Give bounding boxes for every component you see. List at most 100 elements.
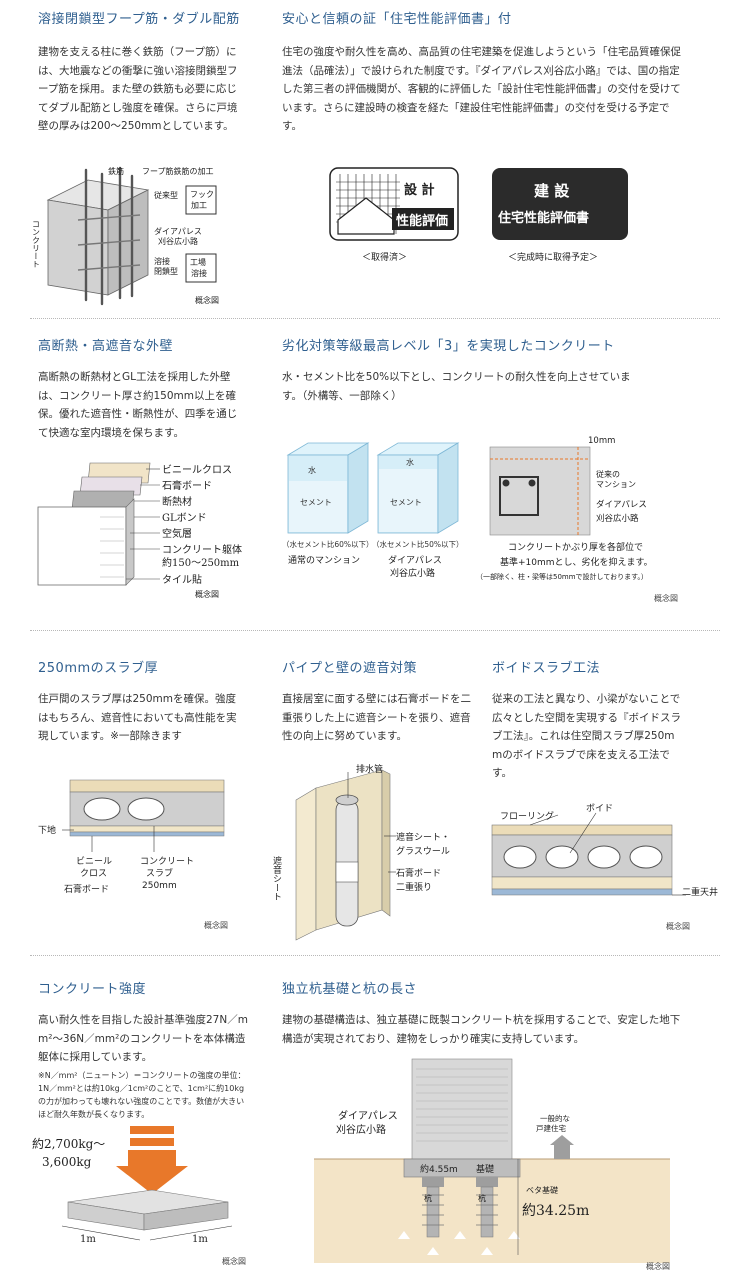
pile-label-2: 杭 bbox=[478, 1193, 486, 1203]
pipe-figure: 排水管 遮音シート・ グラスウール 石膏ボード 二重張り 遮音シート bbox=[272, 763, 450, 941]
badge1-line2: 性能評価 bbox=[396, 213, 448, 229]
section-hoop: 溶接閉鎖型フープ筋・ダブル配筋 建物を支える柱に巻く鉄筋（フープ筋）には、大地震… bbox=[38, 8, 243, 136]
factory-2: 溶接 bbox=[191, 268, 207, 278]
section-pipe: パイプと壁の遮音対策 直接居室に面する壁には石膏ボードを二重張りした上に遮音シー… bbox=[282, 657, 472, 746]
slab-3: 250mm bbox=[142, 881, 177, 891]
cover-1: コンクリートかぶり厚を各部位で bbox=[508, 541, 643, 553]
box2-name2: 刈谷広小路 bbox=[390, 567, 435, 579]
water-2: 水 bbox=[406, 457, 414, 467]
concrete-figure: 水 セメント 水 セメント （水セメント比60%以下） 通常のマンション （水セ… bbox=[282, 436, 678, 603]
shitaji: 下地 bbox=[38, 824, 56, 836]
section-title: 安心と信頼の証「住宅性能評価書」付 bbox=[282, 12, 512, 27]
cement-1: セメント bbox=[300, 498, 332, 507]
drain-label: 排水管 bbox=[356, 763, 383, 775]
section-body: 住宅の強度や耐久性を高め、高品質の住宅建築を促進しようという「住宅品質確保促進法… bbox=[282, 46, 681, 132]
flooring: フローリング bbox=[500, 810, 554, 822]
badge2-line1: 建 設 bbox=[534, 182, 570, 200]
depth2: 約34.25m bbox=[522, 1203, 589, 1219]
box1-ratio: （水セメント比60%以下） bbox=[282, 539, 374, 549]
load1: 約2,700kg〜 bbox=[32, 1136, 105, 1151]
box2-name1: ダイアパレス bbox=[388, 554, 442, 566]
section-title: 独立杭基礎と杭の長さ bbox=[282, 982, 418, 997]
section-note: ※N／mm²（ニュートン）＝コンクリートの強度の単位：1N／mm²とは約10kg… bbox=[38, 1070, 246, 1119]
dia-2: 刈谷広小路 bbox=[158, 236, 198, 246]
layer-5: コンクリート躯体 bbox=[162, 543, 242, 556]
cover-2: 基準+10mmとし、劣化を抑えます。 bbox=[500, 556, 653, 568]
hoop-figure: 鉄筋 コンクリート フープ筋鉄筋の加工 従来型 フック 加工 ダイアパレス 刈谷… bbox=[32, 166, 219, 306]
board-1: 石膏ボード bbox=[396, 867, 441, 879]
section-slab: 250mmのスラブ厚 住戸間のスラブ厚は250mmを確保。強度はもちろん、遮音性… bbox=[38, 657, 243, 746]
dia-1: ダイアパレス bbox=[154, 226, 202, 236]
pile-figure: ダイアパレス 刈谷広小路 約4.55m 基礎 杭 杭 約34.25m ベタ基礎 … bbox=[314, 1058, 670, 1271]
section-body: 高い耐久性を目指した設計基準強度27N／mm²〜36N／mm²のコンクリートを本… bbox=[38, 1014, 248, 1063]
gypsum: 石膏ボード bbox=[64, 883, 109, 895]
caption: 概念図 bbox=[222, 1256, 246, 1266]
section-wall: 高断熱・高遮音な外壁 高断熱の断熱材とGL工法を採用した外壁は、コンクリート厚さ… bbox=[38, 335, 243, 442]
house-2: 戸建住宅 bbox=[536, 1123, 566, 1133]
section-body: 高断熱の断熱材とGL工法を採用した外壁は、コンクリート厚さ約150mm以上を確保… bbox=[38, 371, 238, 439]
section-body: 直接居室に面する壁には石膏ボードを二重張りした上に遮音シートを張り、遮音性の向上… bbox=[282, 693, 471, 742]
badge2-caption: ＜完成時に取得予定＞ bbox=[508, 251, 598, 263]
badge1-caption: ＜取得済＞ bbox=[362, 251, 407, 263]
strength-figure: 約2,700kg〜 3,600kg 1m 1m 概念図 bbox=[32, 1126, 246, 1266]
conventional-label: 従来型 bbox=[154, 190, 178, 200]
slab-1: コンクリート bbox=[140, 856, 194, 867]
beta: ベタ基礎 bbox=[526, 1185, 558, 1195]
divider bbox=[30, 630, 720, 631]
layer-4: 空気層 bbox=[162, 527, 192, 540]
name-1: ダイアパレス bbox=[338, 1109, 398, 1122]
depth1: 約4.55m bbox=[420, 1163, 458, 1175]
section-title: コンクリート強度 bbox=[38, 982, 147, 997]
name-2: 刈谷広小路 bbox=[336, 1123, 386, 1136]
cover-3: （一部除く、柱・梁等は50mmで設計しております。） bbox=[476, 572, 648, 581]
layer-1: 石膏ボード bbox=[162, 479, 212, 492]
vertical-label: 遮音シート bbox=[272, 855, 282, 901]
conv-2: マンション bbox=[596, 480, 636, 489]
layer-3: GLボンド bbox=[162, 512, 207, 524]
welded-2: 閉鎖型 bbox=[154, 266, 178, 276]
divider bbox=[30, 955, 720, 956]
dim2: 1m bbox=[192, 1234, 208, 1245]
wall-figure: ビニールクロス 石膏ボード 断熱材 GLボンド 空気層 コンクリート躯体 約15… bbox=[37, 462, 242, 599]
slab-figure: 下地 ビニール クロス 石膏ボード コンクリート スラブ 250mm 概念図 bbox=[38, 779, 228, 930]
void-figure: フローリング ボイド 二重天井 概念図 bbox=[491, 803, 718, 931]
caption: 概念図 bbox=[204, 920, 228, 930]
section-evaluation: 安心と信頼の証「住宅性能評価書」付 住宅の強度や耐久性を高め、高品質の住宅建築を… bbox=[282, 8, 687, 136]
section-body: 従来の工法と異なり、小梁がないことで広々とした空間を実現する『ボイドスラブ工法』… bbox=[492, 693, 681, 779]
house-1: 一般的な bbox=[540, 1113, 570, 1123]
caption: 概念図 bbox=[666, 921, 690, 931]
section-title: 溶接閉鎖型フープ筋・ダブル配筋 bbox=[38, 12, 240, 27]
pile-label-1: 杭 bbox=[424, 1193, 432, 1203]
dim-label: 10mm bbox=[588, 436, 615, 446]
caption: 概念図 bbox=[646, 1261, 670, 1271]
box2-ratio: （水セメント比50%以下） bbox=[372, 539, 464, 549]
foundation-label: 基礎 bbox=[476, 1163, 494, 1175]
caption: 概念図 bbox=[654, 593, 678, 603]
section-title: 250mmのスラブ厚 bbox=[38, 661, 159, 676]
section-title: 劣化対策等級最高レベル「3」を実現したコンクリート bbox=[282, 339, 615, 354]
layer-6: 約150〜250mm bbox=[162, 556, 240, 569]
sheet-1: 遮音シート・ bbox=[396, 831, 450, 843]
factory-1: 工場 bbox=[190, 257, 206, 267]
rebar-label: 鉄筋 bbox=[108, 166, 124, 176]
slab-2: スラブ bbox=[146, 867, 173, 879]
concrete-label: コンクリート bbox=[32, 220, 41, 268]
load2: 3,600kg bbox=[42, 1155, 92, 1169]
section-body: 建物を支える柱に巻く鉄筋（フープ筋）には、大地震などの衝撃に強い溶接閉鎖型フープ… bbox=[38, 46, 238, 132]
section-body: 水・セメント比を50%以下とし、コンクリートの耐久性を向上させています。（外構等… bbox=[282, 371, 631, 402]
sheet-2: グラスウール bbox=[396, 845, 450, 857]
hook-1: フック bbox=[190, 190, 214, 199]
caption: 概念図 bbox=[195, 295, 219, 305]
caption: 概念図 bbox=[195, 589, 219, 599]
section-body: 建物の基礎構造は、独立基礎に既製コンクリート杭を採用することで、安定した地下構造… bbox=[282, 1014, 681, 1045]
conv-1: 従来の bbox=[596, 469, 620, 479]
cement-2: セメント bbox=[390, 498, 422, 507]
water-1: 水 bbox=[308, 465, 316, 475]
box1-name: 通常のマンション bbox=[288, 554, 360, 566]
hook-2: 加工 bbox=[191, 200, 207, 210]
welded-1: 溶接 bbox=[154, 256, 170, 266]
vinyl-1: ビニール bbox=[76, 856, 112, 867]
hoop-title: フープ筋鉄筋の加工 bbox=[142, 166, 214, 176]
evaluation-badges: 設 計 性能評価 ＜取得済＞ 建 設 住宅性能評価書 ＜完成時に取得予定＞ bbox=[329, 167, 628, 263]
vinyl-2: クロス bbox=[80, 868, 107, 879]
